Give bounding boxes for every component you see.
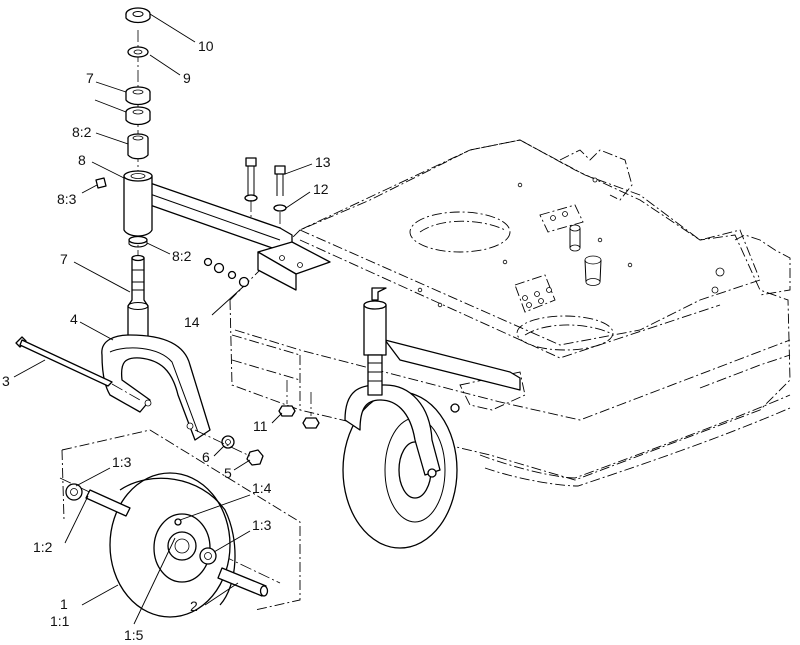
spacer-tube-1-2 [85, 489, 131, 517]
spacer-2 [217, 567, 267, 597]
callout-labels: 10 9 7 8:2 8 8:3 8:2 7 4 3 13 12 14 11 6… [2, 38, 331, 643]
deck-right-bracket [734, 234, 791, 296]
callout-3: 3 [2, 373, 10, 389]
deck-front-bumper [479, 394, 791, 479]
grease-fitting-1-4 [174, 518, 182, 526]
nut-side-a [238, 276, 250, 288]
caster-spindle-7 [127, 257, 149, 346]
exploded-wheel-assembly [59, 429, 301, 618]
spindle-stack [95, 7, 153, 346]
nut-5 [246, 449, 264, 466]
wheel-explode-box [61, 429, 301, 611]
axle-hardware [194, 429, 264, 466]
deck-rear-plate [539, 204, 584, 233]
callout-7-lower: 7 [60, 251, 68, 267]
mount-plate-side [257, 251, 297, 291]
callout-8-2-upper: 8:2 [72, 124, 92, 140]
deck-left-rail [231, 334, 301, 410]
deck-spindle-cover-center [516, 315, 614, 351]
bushing-8-2-lower [128, 235, 148, 245]
washer-12 [273, 204, 287, 212]
deck-cover-rib-1 [419, 220, 506, 233]
callout-8: 8 [78, 152, 86, 168]
callout-5: 5 [224, 465, 232, 481]
installed-caster-spindle-tube [363, 304, 387, 356]
deck-mount-bolts [244, 157, 320, 429]
callout-2: 2 [190, 598, 198, 614]
grease-fitting-8-3 [95, 177, 107, 189]
callout-14: 14 [184, 314, 200, 330]
callout-1-5: 1:5 [124, 627, 144, 643]
installed-caster-arm [384, 339, 521, 391]
callout-1-2: 1:2 [33, 539, 53, 555]
callout-6: 6 [202, 449, 210, 465]
deck-side-plate [459, 371, 526, 411]
deck-front-face [234, 329, 791, 421]
deck-spindle-posts [569, 224, 602, 286]
nut-side-b [213, 262, 225, 274]
bolt-13 [274, 165, 286, 175]
callout-1-3-left: 1:3 [112, 454, 132, 470]
callout-4: 4 [70, 311, 78, 327]
installed-caster-pin [371, 287, 387, 301]
nut-11b [302, 417, 320, 429]
deck-top-edge [299, 239, 721, 359]
leader-lines [13, 13, 313, 625]
caster-fork-4 [101, 334, 211, 441]
deck-center-plate [514, 274, 556, 313]
callout-8-2-lower: 8:2 [172, 248, 192, 264]
deck-cover-rib-2 [524, 324, 611, 336]
deck-bumper-inner [699, 354, 791, 389]
callout-11: 11 [253, 418, 268, 434]
nut-11a [278, 405, 296, 417]
fork-body [101, 334, 211, 441]
callout-1: 1 [60, 596, 68, 612]
callout-9: 9 [183, 70, 191, 86]
deck-top-plate [298, 139, 761, 346]
callout-1-4: 1:4 [252, 480, 272, 496]
callout-8-3: 8:3 [57, 191, 77, 207]
deck-rear-bracket [559, 149, 633, 201]
axle-bolt-3 [15, 336, 141, 401]
caster-arm-bar [149, 182, 293, 251]
deck-bolt-holes [417, 177, 725, 308]
deck-spindle-cover-left [409, 211, 511, 253]
callout-1-3-right: 1:3 [252, 517, 272, 533]
bolt-head-left [245, 157, 257, 167]
callout-12: 12 [313, 181, 329, 197]
callout-10: 10 [198, 38, 214, 54]
deck-bumper-lower [484, 407, 791, 487]
callout-7-upper: 7 [86, 70, 94, 86]
installed-caster-assembly [342, 287, 521, 549]
callout-1-1: 1:1 [50, 613, 70, 629]
callout-13: 13 [315, 154, 331, 170]
installed-caster-spacers [367, 354, 383, 396]
spindle-housing-8 [123, 175, 153, 237]
